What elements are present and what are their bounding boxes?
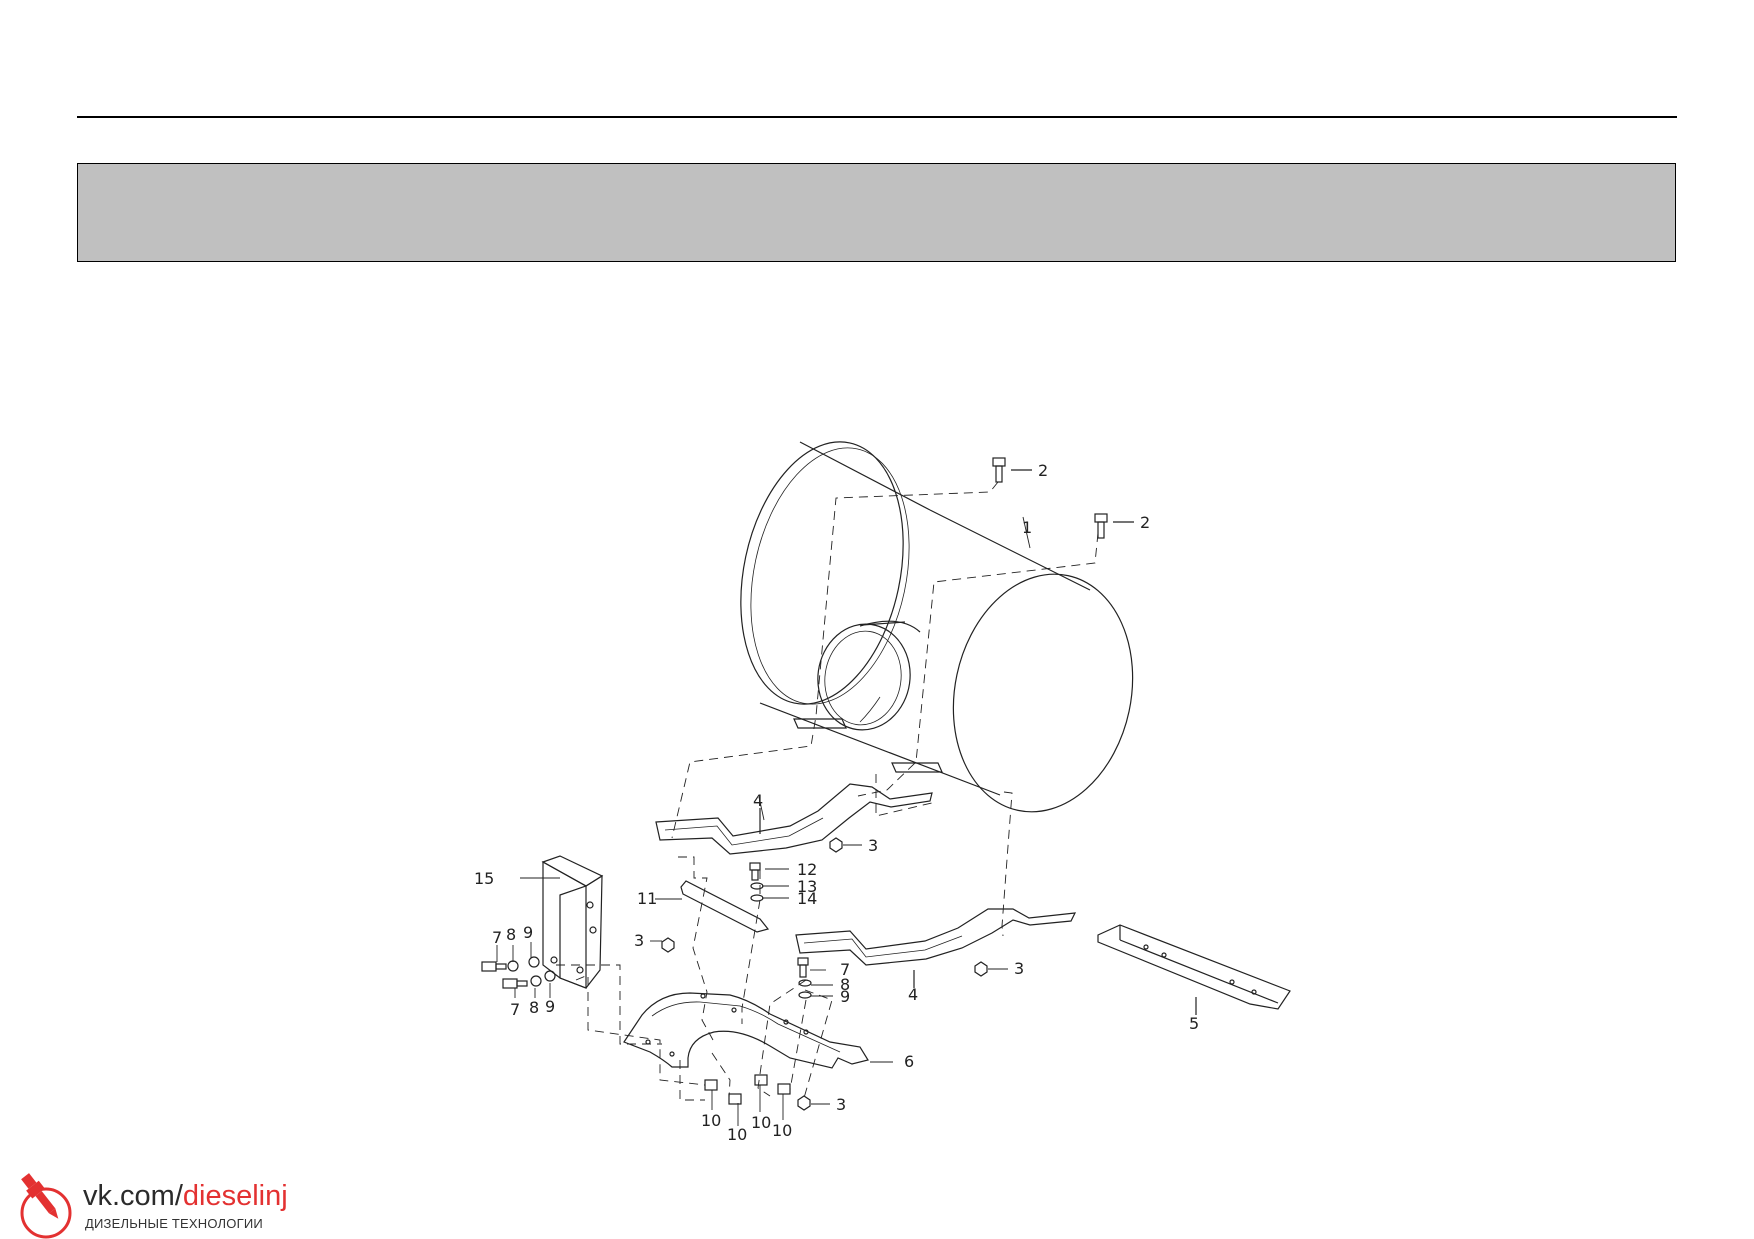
injector-logo-icon [20,1173,72,1239]
callout-1: 1 [1022,518,1032,537]
callout-3: 3 [634,931,644,950]
bolt-top-2 [1094,513,1134,539]
top-rule [77,116,1677,118]
callout-6: 6 [904,1052,914,1071]
callout-2: 2 [1038,461,1048,480]
callout-8: 8 [506,925,516,944]
callout-12: 12 [797,860,817,879]
callout-7: 7 [510,1000,520,1019]
callout-7: 7 [840,960,850,979]
callout-7: 7 [492,928,502,947]
callout-3: 3 [1014,959,1024,978]
callout-9: 9 [840,987,850,1006]
exploded-parts-diagram: 1 2 2 3 3 3 3 4 4 5 6 7 7 7 8 8 8 9 9 9 … [474,441,1291,1144]
callout-14: 14 [797,889,817,908]
callout-5: 5 [1189,1014,1199,1033]
callout-11: 11 [637,889,657,908]
callout-10: 10 [751,1113,771,1132]
hardware-small [481,837,988,1111]
callout-10: 10 [727,1125,747,1144]
callout-2: 2 [1140,513,1150,532]
logo-tagline: ДИЗЕЛЬНЫЕ ТЕХНОЛОГИИ [85,1216,263,1231]
callout-3: 3 [868,836,878,855]
saddle-mount [623,992,869,1069]
angle-rail [1097,924,1291,1015]
callout-10: 10 [701,1111,721,1130]
callout-3: 3 [836,1095,846,1114]
clamp-plate [680,880,770,933]
logo-url: vk.com/dieselinj [83,1180,288,1212]
support-bracket-lower [795,908,1077,988]
air-filter-housing [740,441,1134,813]
callout-9: 9 [523,923,533,942]
support-bracket-upper [655,783,933,855]
header-band [77,163,1676,262]
callout-15: 15 [474,869,494,888]
callout-13: 13 [797,877,817,896]
assembly-lines [556,481,1099,1101]
leader-lines [496,516,1031,1126]
callout-4: 4 [753,791,763,810]
callout-10: 10 [772,1121,792,1140]
callout-8: 8 [840,975,850,994]
callout-4: 4 [908,985,918,1004]
bolt-top-1 [992,457,1032,483]
callout-8: 8 [529,998,539,1017]
callout-9: 9 [545,997,555,1016]
l-bracket [541,855,604,989]
